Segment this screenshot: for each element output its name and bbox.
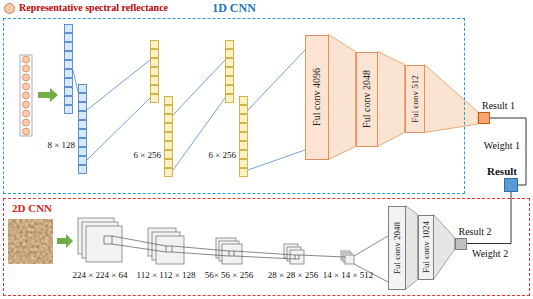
- region-box: Ful conv 4096Ful conv 2048Ful conv 5121D…: [3, 18, 465, 194]
- weight-label: Weight 2: [470, 248, 510, 260]
- layer-connection: [378, 52, 405, 147]
- feature-map: [222, 244, 242, 264]
- conv-line: [248, 150, 305, 170]
- weight-label: Weight 1: [482, 140, 522, 152]
- feature-cells: [78, 84, 87, 174]
- region-title: 2D CNN: [12, 202, 52, 214]
- output-label: Result 1: [482, 100, 515, 111]
- kernel: [166, 246, 172, 252]
- feature-column: [225, 40, 234, 103]
- layer-label: Ful conv 512: [410, 75, 419, 123]
- conv-line: [73, 70, 78, 92]
- conv-line: [87, 60, 150, 110]
- dimension-label: 224 × 224 × 64: [72, 270, 127, 280]
- input-frame: [20, 55, 32, 136]
- layer-connection: [425, 65, 479, 133]
- fc-layer-box: Ful conv 512: [405, 65, 425, 133]
- legend-swatch: [4, 3, 15, 14]
- feature-cells: [150, 40, 159, 103]
- feature-cells: [239, 96, 248, 177]
- feature-column: [164, 96, 173, 177]
- conv-line: [173, 60, 225, 115]
- fc-layer-box: Ful conv 2048: [388, 206, 406, 290]
- dimension-label: 8 × 128: [47, 140, 75, 150]
- kernel-line: [234, 251, 295, 255]
- legend-entry: Representative spectral reflectance: [4, 2, 168, 14]
- feature-map: [345, 255, 354, 264]
- output-square: Result: [504, 178, 518, 192]
- kernel-line: [299, 255, 345, 257]
- kernel: [229, 251, 234, 256]
- kernel-line: [172, 252, 229, 256]
- soil-image: [8, 219, 53, 264]
- legend-label: Representative spectral reflectance: [19, 2, 168, 14]
- output-label: Result: [487, 165, 517, 177]
- dimension-label: 28 × 28 × 256: [268, 270, 319, 280]
- layer-label: Ful conv 4096: [312, 68, 322, 126]
- region-title: 1D CNN: [209, 2, 259, 15]
- dimension-label: 6 × 256: [133, 150, 161, 160]
- feature-column: [78, 84, 87, 174]
- fc-layer-box: Ful conv 2048: [356, 52, 378, 147]
- conv-lines: [73, 50, 305, 170]
- feature-column: [64, 24, 73, 114]
- feature-map: [156, 236, 184, 264]
- layer-connection: [329, 35, 356, 160]
- kernels: [104, 236, 388, 282]
- kernel-line: [172, 246, 229, 251]
- green-arrow: [57, 234, 73, 248]
- kernel-line: [112, 244, 166, 252]
- output-square: Result 1: [478, 112, 490, 124]
- kernel-line: [112, 236, 166, 246]
- layer-label: Ful conv 1024: [421, 221, 430, 273]
- feature-cells: [164, 96, 173, 177]
- feature-cells: [64, 24, 73, 114]
- feature-map: [290, 250, 304, 264]
- feature-maps: [78, 218, 354, 264]
- output-square: Result 2: [455, 238, 467, 250]
- feature-map: [86, 226, 122, 262]
- layer-connection: [434, 215, 455, 280]
- dimension-label: 6 × 256: [208, 150, 236, 160]
- fc-layer-box: Ful conv 4096: [305, 35, 329, 160]
- spectral-input: [20, 55, 32, 136]
- layer-label: Ful conv 2048: [362, 70, 372, 128]
- dimension-label: 14 × 14 × 512: [323, 270, 374, 280]
- kernel: [104, 236, 112, 244]
- kernel-line: [234, 256, 295, 259]
- output-label: Result 2: [459, 226, 492, 237]
- layer-connection: [406, 206, 418, 290]
- dimension-label: 56× 56 × 256: [205, 270, 253, 280]
- conv-line: [248, 50, 305, 110]
- fc-layer-box: Ful conv 1024: [418, 215, 434, 280]
- feature-column: [239, 96, 248, 177]
- kernel: [295, 255, 299, 259]
- feature-column: [150, 40, 159, 103]
- feature-cells: [225, 40, 234, 103]
- input-cells: [20, 55, 32, 136]
- layer-label: Ful conv 2048: [392, 221, 401, 273]
- dimension-label: 112 × 112 × 128: [137, 270, 196, 280]
- kernel-line: [354, 236, 388, 256]
- green-arrow: [38, 88, 58, 102]
- region-box: Ful conv 2048 Ful conv 1024 Result 2 2D CNN: [3, 198, 530, 296]
